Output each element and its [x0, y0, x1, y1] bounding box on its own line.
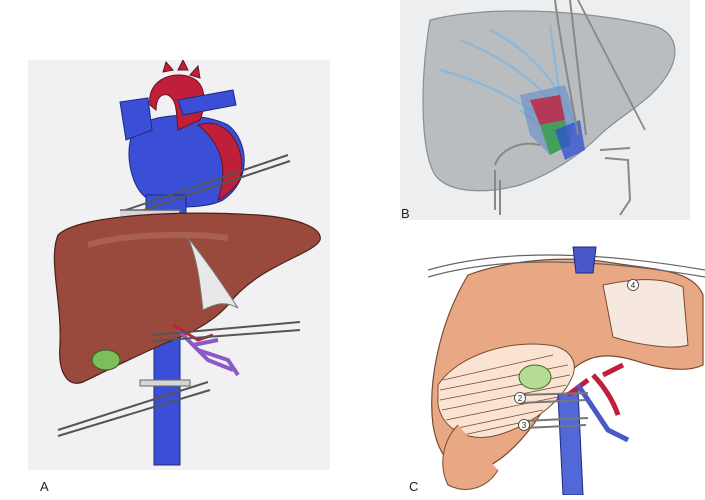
tape-hilum [517, 392, 589, 404]
hatch-lines [439, 354, 571, 436]
portal-triad [176, 328, 240, 377]
marker-2: 2 [514, 392, 526, 404]
liver-highlight [87, 231, 229, 248]
tape-upper [554, 0, 587, 136]
infrahepatic-clamp [57, 381, 211, 437]
infrahepatic-clamp-jaw [139, 379, 191, 387]
clamp-right [599, 147, 632, 216]
caudate-lobe [602, 279, 689, 348]
panel-b-illustration [400, 0, 690, 220]
panel-c-drawing: 4 2 3 [428, 246, 705, 495]
marker-4-text: 4 [631, 281, 636, 290]
marker-3-text: 3 [522, 421, 527, 430]
tape-top [428, 254, 705, 278]
marker-2-text: 2 [518, 394, 523, 403]
gallbladder [91, 349, 121, 371]
superior-vena-cava [119, 97, 153, 141]
pulmonary-artery [177, 89, 237, 116]
panel-b-label: B [401, 206, 410, 221]
segment-red [530, 95, 565, 125]
portal-clamp [152, 321, 301, 342]
panel-a-illustration [28, 60, 330, 470]
marker-4: 4 [627, 279, 639, 291]
gallbladder [518, 364, 552, 390]
tape-lower [522, 417, 589, 429]
retractor [577, 0, 646, 131]
panel-c-label: C [409, 479, 419, 494]
panel-c-illustration: 4 2 3 [428, 225, 705, 495]
aortic-arch [149, 74, 205, 131]
panel-b-drawing [422, 0, 676, 216]
suprahepatic-ivc [572, 246, 597, 274]
portal-vein [575, 383, 630, 443]
duodenum [442, 424, 499, 490]
marker-3: 3 [518, 419, 530, 431]
hepatic-veins [439, 24, 577, 141]
inferior-vena-cava [557, 389, 584, 495]
clamp-left [494, 142, 541, 215]
liver [53, 212, 321, 384]
suprahepatic-clamp [119, 154, 291, 219]
aortic-branches [162, 60, 201, 79]
panel-a-label: A [40, 479, 49, 494]
falciform-ligament [187, 237, 239, 311]
panel-a-drawing [53, 60, 321, 466]
